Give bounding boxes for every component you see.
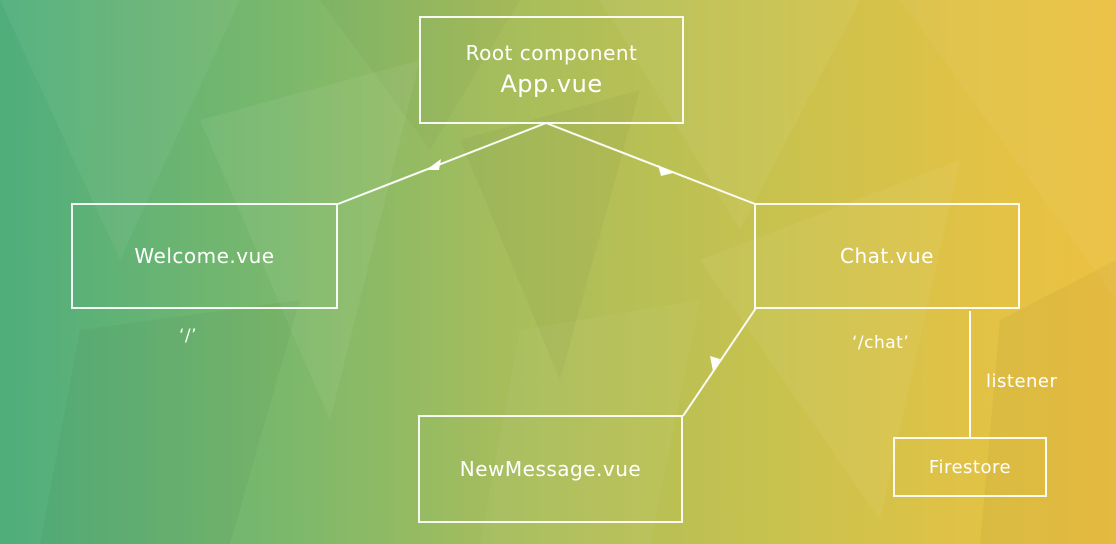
edge-root-to-chat <box>545 122 756 205</box>
root-title: App.vue <box>500 70 603 98</box>
arrowhead-chat <box>658 165 673 176</box>
chat-label: Chat.vue <box>840 244 934 268</box>
chat-route-label: ‘/chat’ <box>852 333 910 353</box>
firestore-label: Firestore <box>928 456 1012 478</box>
newmessage-label: NewMessage.vue <box>459 457 642 481</box>
welcome-label: Welcome.vue <box>134 244 275 268</box>
arrowhead-newmessage <box>710 356 720 371</box>
root-subtitle: Root component <box>465 41 638 65</box>
arrowhead-welcome <box>426 159 441 170</box>
root-component-node: Root component App.vue <box>419 16 684 124</box>
listener-label: listener <box>986 371 1058 392</box>
firestore-node: Firestore <box>893 437 1047 497</box>
welcome-node: Welcome.vue <box>71 203 338 309</box>
edge-chat-to-newmessage <box>682 307 757 417</box>
welcome-route-label: ‘/’ <box>179 326 198 346</box>
newmessage-node: NewMessage.vue <box>418 415 683 523</box>
edge-root-to-welcome <box>337 122 547 205</box>
chat-node: Chat.vue <box>754 203 1020 309</box>
